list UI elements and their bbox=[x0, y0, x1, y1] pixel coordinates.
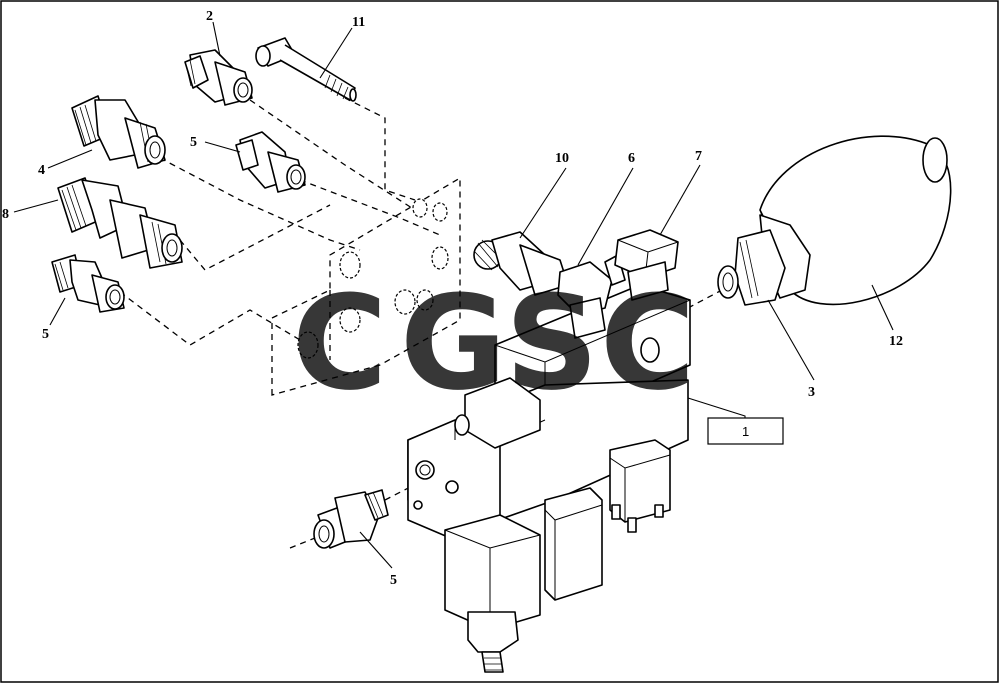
callouts: 2 11 4 5 8 5 5 10 6 7 3 12 1 bbox=[2, 9, 903, 588]
pressure-switch-10 bbox=[473, 231, 569, 296]
callout-3: 3 bbox=[808, 385, 815, 400]
watermark-letter-1: C bbox=[292, 267, 387, 419]
callout-2: 2 bbox=[206, 9, 213, 24]
callout-5-upper: 5 bbox=[190, 135, 197, 150]
callout-6: 6 bbox=[628, 151, 635, 166]
fitting-5-upper bbox=[235, 131, 306, 193]
callout-12: 12 bbox=[889, 334, 903, 349]
watermark: C G S C bbox=[292, 267, 695, 419]
callout-5-left: 5 bbox=[42, 327, 49, 342]
callout-4: 4 bbox=[38, 163, 45, 178]
cap-screw-11 bbox=[255, 37, 357, 102]
plug-7 bbox=[614, 229, 679, 301]
fitting-2 bbox=[184, 49, 253, 106]
fitting-8 bbox=[57, 177, 183, 269]
watermark-letter-4: C bbox=[600, 267, 695, 419]
callout-7: 7 bbox=[695, 149, 702, 164]
assembly-dashed-lines bbox=[119, 97, 723, 549]
callout-8: 8 bbox=[2, 207, 9, 222]
watermark-letter-2: G bbox=[400, 267, 507, 419]
fitting-4 bbox=[71, 95, 166, 169]
fitting-5-left bbox=[51, 254, 125, 313]
leader-lines bbox=[13, 21, 894, 569]
callout-1: 1 bbox=[742, 424, 749, 439]
watermark-letter-3: S bbox=[505, 267, 599, 419]
fitting-5-bottom bbox=[313, 489, 389, 549]
callout-11: 11 bbox=[352, 15, 365, 30]
callout-5-bottom: 5 bbox=[390, 573, 397, 588]
valve-manifold-1 bbox=[407, 284, 691, 673]
callout-10: 10 bbox=[555, 151, 569, 166]
callout-1-box bbox=[707, 417, 784, 445]
fitting-3 bbox=[717, 214, 811, 306]
